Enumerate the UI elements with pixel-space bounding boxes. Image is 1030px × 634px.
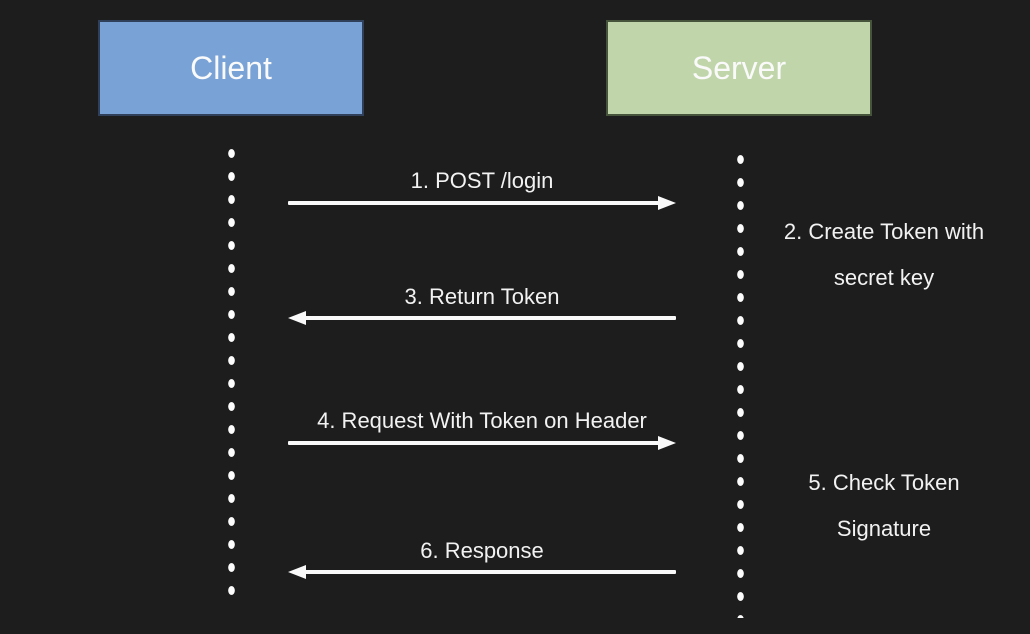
message-3-label: 3. Return Token xyxy=(404,284,560,309)
message-4-arrow xyxy=(288,436,676,450)
message-6-label: 6. Response xyxy=(420,538,544,563)
arrow-head-right-icon xyxy=(658,436,676,450)
note-5-line-2: Signature xyxy=(836,516,932,541)
note-5-check-token: 5. Check Token Signature xyxy=(752,460,1016,552)
note-2-line-2: secret key xyxy=(833,265,935,290)
arrow-head-right-icon xyxy=(658,196,676,210)
client-lifeline xyxy=(227,142,236,608)
client-actor-box: Client xyxy=(98,20,364,116)
server-actor-label: Server xyxy=(691,49,787,86)
message-3-arrow xyxy=(288,311,676,325)
arrow-head-left-icon xyxy=(288,311,306,325)
client-actor-label: Client xyxy=(190,49,272,86)
note-2-create-token: 2. Create Token with secret key xyxy=(752,209,1016,301)
server-lifeline xyxy=(736,148,745,618)
arrow-line xyxy=(303,316,676,320)
note-2-line-1: 2. Create Token with xyxy=(783,219,985,244)
message-6-arrow xyxy=(288,565,676,579)
message-1-arrow xyxy=(288,196,676,210)
arrow-line xyxy=(288,441,661,445)
arrow-line xyxy=(303,570,676,574)
message-4-label: 4. Request With Token on Header xyxy=(317,408,647,433)
note-5-line-1: 5. Check Token xyxy=(808,470,960,495)
message-1-label: 1. POST /login xyxy=(410,168,554,193)
server-actor-box: Server xyxy=(606,20,872,116)
arrow-head-left-icon xyxy=(288,565,306,579)
arrow-line xyxy=(288,201,661,205)
